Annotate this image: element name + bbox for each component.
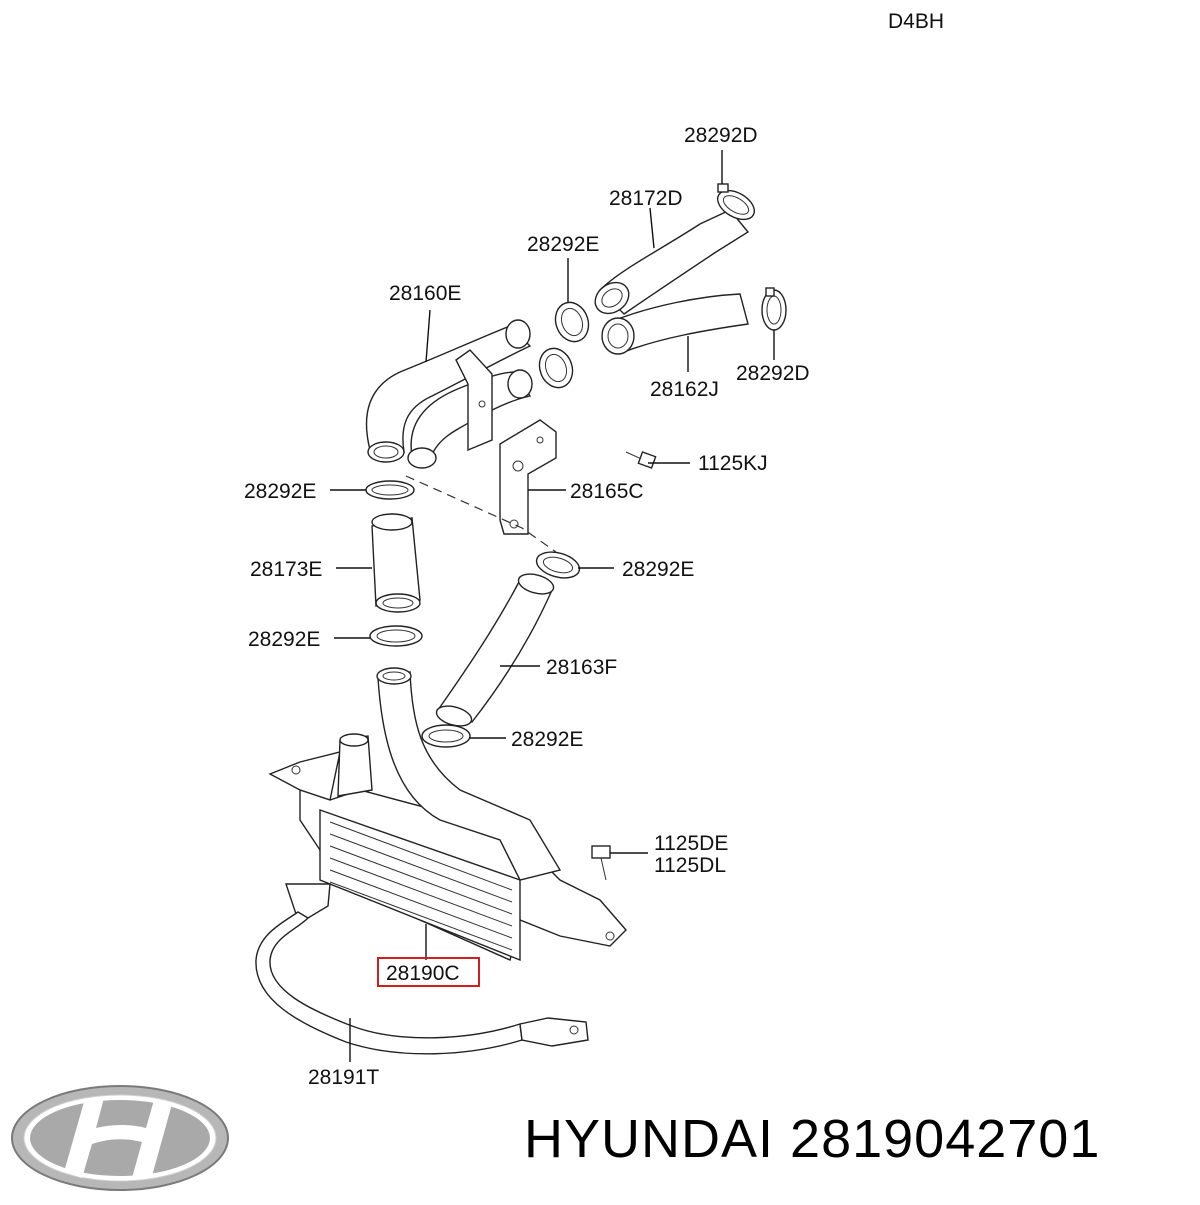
hose-28172D: [594, 209, 750, 315]
clamp-28292E-right-upper: [535, 551, 581, 579]
callout-28160E: 28160E: [389, 282, 461, 305]
hyundai-logo: [11, 1085, 229, 1191]
hose-28173E: [371, 513, 421, 613]
brand-caption: HYUNDAI 2819042701: [524, 1108, 1100, 1170]
clamp-28292E-upper: [538, 301, 590, 389]
callout-28292E-right-lower: 28292E: [511, 728, 583, 751]
callout-28191T: 28191T: [308, 1066, 379, 1089]
callout-28292D-right: 28292D: [736, 362, 810, 385]
callout-28173E: 28173E: [250, 558, 322, 581]
clamp-28292E-left-upper: [365, 480, 415, 500]
leader-lines: [330, 150, 775, 1062]
callout-28292E-left-lower: 28292E: [248, 628, 320, 651]
brand-name: HYUNDAI: [524, 1109, 775, 1169]
clamp-28292E-left-lower: [369, 625, 423, 647]
hose-28162J: [601, 293, 749, 355]
pipe-28160E: [365, 319, 533, 469]
callout-1125DE: 1125DE: [654, 832, 728, 855]
bracket-dashed-line: [405, 475, 557, 553]
bolt-1125DE: [591, 845, 611, 881]
callout-1125KJ: 1125KJ: [698, 452, 768, 475]
clamp-28292D-top: [716, 183, 756, 221]
callout-28190C: 28190C: [386, 962, 460, 985]
callout-28292E-right-upper: 28292E: [622, 558, 694, 581]
intercooler-28190C: [268, 667, 627, 962]
callout-1125DL: 1125DL: [654, 854, 726, 877]
callout-28292E-upper: 28292E: [527, 233, 599, 256]
bolt-1125KJ: [625, 451, 657, 469]
clamp-28292D-right: [761, 287, 787, 331]
hose-28163F: [435, 573, 555, 727]
callout-28172D: 28172D: [609, 187, 683, 210]
callout-28165C: 28165C: [570, 480, 644, 503]
engine-code-label: D4BH: [888, 10, 944, 33]
callout-28163F: 28163F: [546, 656, 617, 679]
part-number: 2819042701: [790, 1109, 1101, 1169]
callout-28292E-left-upper: 28292E: [244, 480, 316, 503]
bar-28191T: [255, 883, 589, 1055]
highlight-box: [377, 957, 480, 987]
bracket-28165C: [499, 419, 557, 535]
callout-28162J: 28162J: [650, 378, 719, 401]
clamp-28292E-right-lower: [421, 724, 471, 748]
callout-28292D-top: 28292D: [684, 124, 758, 147]
